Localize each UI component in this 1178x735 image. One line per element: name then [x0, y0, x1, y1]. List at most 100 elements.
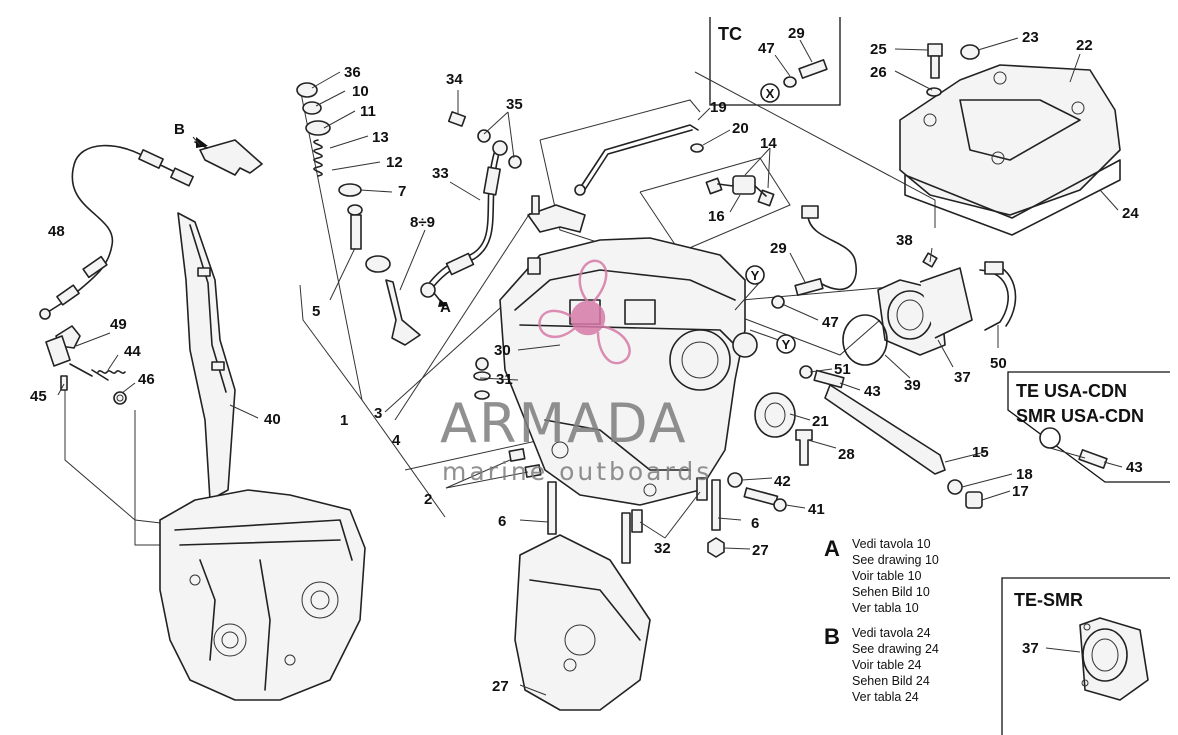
- callout-8-9: 8÷9: [410, 214, 435, 231]
- valve-cover-22: [899, 43, 1121, 236]
- callout-19: 19: [710, 99, 727, 116]
- callout-40: 40: [264, 411, 281, 428]
- callout-25: 25: [870, 41, 887, 58]
- bracket-b: [194, 137, 263, 176]
- small-parts-49-44-46-45: [45, 325, 127, 405]
- callout-30: 30: [494, 342, 511, 359]
- legend-b-line-2: See drawing 24: [852, 642, 939, 656]
- intake-manifold-37: [842, 252, 1017, 366]
- te-smr-manifold-37: [1079, 617, 1149, 701]
- tc-sensor-29: [783, 59, 828, 88]
- callout-37: 37: [954, 369, 971, 386]
- callout-37-smr: 37: [1022, 640, 1039, 657]
- callout-33: 33: [432, 165, 449, 182]
- callout-3: 3: [374, 405, 382, 422]
- callout-44: 44: [124, 343, 141, 360]
- callout-34: 34: [446, 71, 463, 88]
- callout-48: 48: [48, 223, 65, 240]
- armada-watermark: ARMADA marine outboards: [440, 259, 709, 486]
- callout-15: 15: [972, 444, 989, 461]
- legend-b-line-1: Vedi tavola 24: [852, 626, 931, 640]
- te-usa-cdn-title: TE USA-CDN: [1016, 381, 1127, 401]
- callout-27-center: 27: [752, 542, 769, 559]
- legend-b-line-5: Ver tabla 24: [852, 690, 919, 704]
- shaft-15: [799, 365, 983, 509]
- tc-box: TC: [709, 17, 841, 106]
- callout-7: 7: [398, 183, 406, 200]
- callout-38: 38: [896, 232, 913, 249]
- callout-41: 41: [808, 501, 825, 518]
- callout-46: 46: [138, 371, 155, 388]
- callout-23: 23: [1022, 29, 1039, 46]
- callout-32: 32: [654, 540, 671, 557]
- callout-39: 39: [904, 377, 921, 394]
- callout-43: 43: [864, 383, 881, 400]
- callout-11: 11: [360, 103, 376, 120]
- bearing-21: [754, 392, 796, 438]
- callout-51: 51: [834, 361, 851, 378]
- callout-17: 17: [1012, 483, 1029, 500]
- callout-28: 28: [838, 446, 855, 463]
- legend-a-line-3: Voir table 10: [852, 569, 922, 583]
- callout-26: 26: [870, 64, 887, 81]
- fittings-14-16: [705, 175, 775, 207]
- lower-cylinder-center: [514, 534, 651, 711]
- te-usa-cdn-box: TE USA-CDN SMR USA-CDN: [1007, 371, 1170, 483]
- sensor-29-wire: [771, 205, 857, 309]
- assembly-guide-lines: [64, 71, 936, 546]
- marker-x-tc: X: [766, 86, 775, 101]
- callout-20: 20: [732, 120, 749, 137]
- watermark-brand: ARMADA: [440, 392, 688, 455]
- callout-18: 18: [1016, 466, 1033, 483]
- callout-47: 47: [822, 314, 839, 331]
- callout-6-right: 6: [751, 515, 759, 532]
- tc-box-title: TC: [718, 24, 742, 44]
- callout-47-tc: 47: [758, 40, 775, 57]
- callout-27-bottom: 27: [492, 678, 509, 695]
- legend-b-letter: B: [824, 624, 840, 649]
- valve-train-stack: [296, 82, 421, 346]
- cable-48: [39, 144, 194, 320]
- oil-pipe-33: [420, 111, 522, 307]
- callout-10: 10: [352, 83, 369, 100]
- callout-43-usa: 43: [1126, 459, 1143, 476]
- callout-45: 45: [30, 388, 47, 405]
- callout-35: 35: [506, 96, 523, 113]
- callout-6-left: 6: [498, 513, 506, 530]
- legend-a-line-1: Vedi tavola 10: [852, 537, 931, 551]
- cylinder-head-main: [499, 195, 758, 506]
- callout-a: A: [440, 299, 451, 316]
- callout-13: 13: [372, 129, 389, 146]
- callout-14: 14: [760, 135, 777, 152]
- callout-24: 24: [1122, 205, 1139, 222]
- lower-cylinder-head-left: [159, 489, 366, 701]
- callout-4: 4: [392, 432, 401, 449]
- leader-lines: [57, 37, 1123, 696]
- marker-x-main: Y: [751, 268, 760, 283]
- legend-b-line-4: Sehen Bild 24: [852, 674, 930, 688]
- callout-50: 50: [990, 355, 1007, 372]
- propeller-logo: [538, 259, 631, 365]
- callout-2: 2: [424, 491, 432, 508]
- callout-36: 36: [344, 64, 361, 81]
- callout-1: 1: [340, 412, 348, 429]
- legend-b: B Vedi tavola 24 See drawing 24 Voir tab…: [824, 624, 939, 704]
- chain-guide-40: [177, 212, 236, 501]
- circled-markers: X Y Y: [745, 83, 1061, 449]
- callout-21: 21: [812, 413, 829, 430]
- callout-5: 5: [312, 303, 320, 320]
- callout-49: 49: [110, 316, 127, 333]
- callout-29: 29: [770, 240, 787, 257]
- te-smr-box: TE-SMR: [1001, 577, 1170, 735]
- bolts-28-41-42: [727, 429, 813, 512]
- legend-a-line-5: Ver tabla 10: [852, 601, 919, 615]
- callout-29-tc: 29: [788, 25, 805, 42]
- marker-y-main: Y: [782, 337, 791, 352]
- breather-pipe-19: [574, 124, 704, 196]
- callout-16: 16: [708, 208, 725, 225]
- legend-a: A Vedi tavola 10 See drawing 10 Voir tab…: [824, 536, 939, 615]
- callout-numbers: 36 10 11 13 12 7 8÷9 5 34 35 33 A B 48 4…: [30, 25, 1143, 695]
- te-usa-bolt-43: [1078, 449, 1108, 469]
- callout-42: 42: [774, 473, 791, 490]
